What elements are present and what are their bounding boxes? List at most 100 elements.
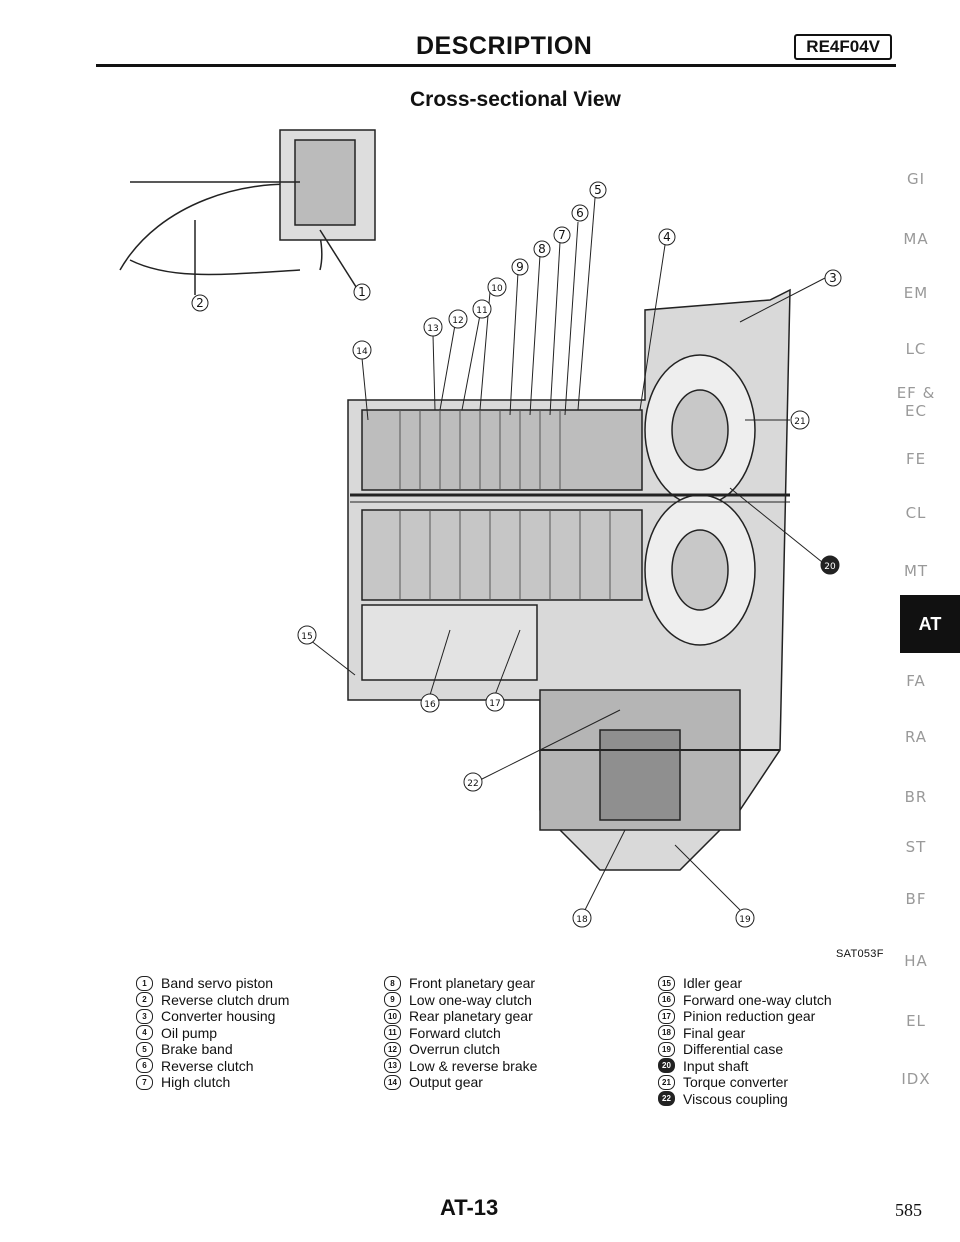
legend-item: 5 Brake band	[136, 1041, 289, 1058]
legend-number: 21	[658, 1074, 675, 1090]
legend-number: 9	[384, 992, 401, 1008]
index-tab-ma[interactable]: MA	[903, 230, 929, 248]
figure-code: SAT053F	[836, 948, 884, 960]
legend-number: 1	[136, 975, 153, 991]
callout-label: 10	[491, 284, 503, 294]
index-tab-st[interactable]: ST	[905, 838, 927, 856]
index-tab-em[interactable]: EM	[903, 284, 929, 302]
legend-number: 5	[136, 1041, 153, 1057]
legend-label: Differential case	[683, 1041, 784, 1057]
legend-label: Brake band	[161, 1041, 233, 1057]
callout-numbers: 1 2 3 4 5 6 7 8 9 10 11 12 13 14 15 16 1…	[191, 181, 842, 928]
callout-15: 15	[297, 625, 317, 645]
legend-item: 8 Front planetary gear	[384, 975, 537, 992]
index-tab-ef[interactable]: EF &	[896, 384, 936, 402]
legend-number: 4	[136, 1025, 153, 1041]
callout-label: 20	[824, 562, 836, 572]
legend-label: Reverse clutch	[161, 1057, 254, 1074]
callout-label: 1	[358, 285, 366, 299]
callout-label: 2	[196, 296, 204, 310]
legend-label: Low & reverse brake	[409, 1057, 538, 1074]
legend-number: 17	[658, 1008, 675, 1024]
index-tab-ra[interactable]: RA	[904, 728, 928, 746]
legend-number: 3	[136, 1008, 153, 1024]
callout-18: 18	[572, 908, 592, 928]
callout-label: 18	[576, 915, 588, 925]
legend-number: 22	[658, 1091, 675, 1107]
callout-label: 21	[794, 417, 805, 427]
index-tab-bf[interactable]: BF	[905, 890, 927, 908]
legend-number: 20	[658, 1058, 675, 1074]
callout-label: 5	[594, 183, 602, 197]
legend-label: Oil pump	[161, 1024, 218, 1041]
model-badge: RE4F04V	[794, 34, 892, 60]
index-tab-ec[interactable]: EC	[905, 402, 927, 420]
section-index: GI MA EM LC EF & EC FE CL MT AT FA RA	[888, 170, 960, 770]
callout-21: 21	[790, 410, 810, 430]
callout-label: 14	[356, 347, 368, 357]
callout-11: 11	[472, 299, 492, 319]
legend-number: 19	[658, 1041, 675, 1057]
callout-label: 7	[558, 228, 566, 242]
index-tab-fa[interactable]: FA	[906, 672, 926, 690]
legend-number: 15	[658, 975, 675, 991]
callout-label: 17	[489, 699, 500, 709]
index-tab-ha[interactable]: HA	[904, 952, 928, 970]
callout-12: 12	[448, 309, 468, 329]
page-header: DESCRIPTION RE4F04V	[96, 26, 896, 67]
callout-19: 19	[735, 908, 755, 928]
legend-label: Rear planetary gear	[409, 1008, 533, 1024]
legend-number: 6	[136, 1058, 153, 1074]
callout-leaders	[309, 197, 826, 911]
legend-label: Reverse clutch drum	[161, 991, 290, 1008]
legend-item: 11 Forward clutch	[384, 1025, 537, 1042]
callout-20: 20	[820, 555, 840, 575]
index-tab-br[interactable]: BR	[904, 788, 928, 806]
index-tab-fe[interactable]: FE	[905, 450, 927, 468]
callout-label: 11	[476, 306, 487, 316]
legend-item: 4 Oil pump	[136, 1025, 289, 1042]
legend-number: 8	[384, 975, 401, 991]
legend-label: High clutch	[161, 1074, 231, 1090]
callout-6: 6	[571, 204, 589, 222]
index-tab-lc[interactable]: LC	[905, 340, 927, 358]
callout-label: 13	[427, 324, 438, 334]
callout-label: 3	[829, 271, 837, 285]
legend-label: Front planetary gear	[409, 975, 536, 991]
index-tab-gi[interactable]: GI	[906, 170, 926, 188]
index-tab-mt[interactable]: MT	[903, 562, 929, 580]
transaxle-body	[347, 288, 791, 871]
callout-9: 9	[511, 258, 529, 276]
index-tab-cl[interactable]: CL	[905, 504, 927, 522]
callout-label: 15	[301, 632, 312, 642]
legend-item: 19 Differential case	[658, 1041, 832, 1058]
legend-item: 14 Output gear	[384, 1074, 537, 1091]
legend-item: 6 Reverse clutch	[136, 1058, 289, 1075]
callout-17: 17	[485, 692, 505, 712]
index-tab-idx[interactable]: IDX	[901, 1070, 931, 1088]
page-number: 585	[895, 1200, 922, 1220]
callout-2: 2	[191, 294, 209, 312]
callout-label: 4	[663, 230, 671, 244]
legend-label: Forward clutch	[409, 1024, 501, 1041]
legend-number: 11	[384, 1025, 401, 1041]
legend-label: Output gear	[409, 1074, 483, 1090]
header-title: DESCRIPTION	[416, 32, 593, 60]
index-tab-at-active[interactable]: AT	[900, 595, 960, 653]
legend-label: Converter housing	[161, 1008, 276, 1024]
legend-label: Input shaft	[683, 1057, 749, 1074]
callout-label: 19	[739, 915, 751, 925]
callout-22: 22	[463, 772, 483, 792]
index-tab-el[interactable]: EL	[906, 1012, 926, 1030]
legend-number: 14	[384, 1074, 401, 1090]
